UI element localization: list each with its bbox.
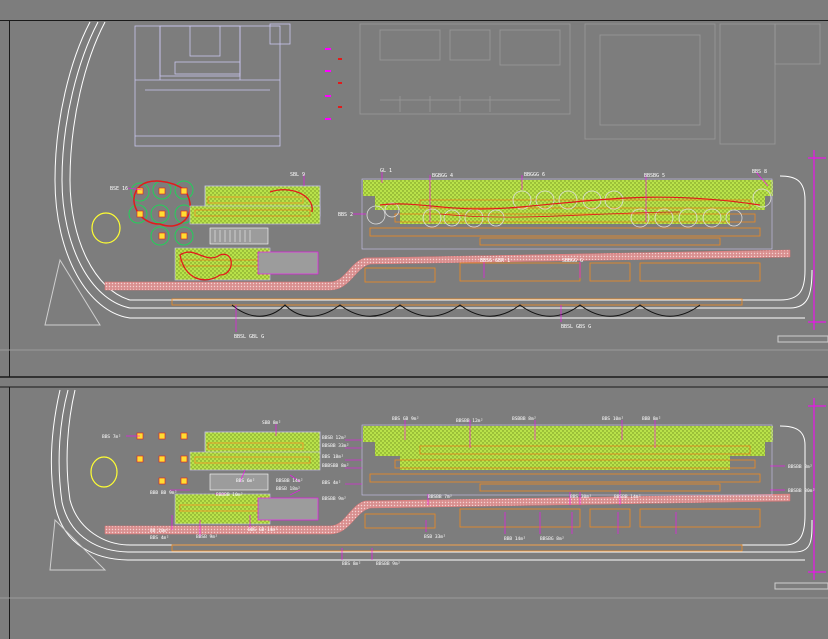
- label-mid1: BBSG GBR 1: [480, 258, 510, 264]
- label-a13: BBB BB 9m²: [150, 490, 177, 496]
- tree-squares-bottom: [136, 432, 188, 485]
- yellow-circle: [91, 212, 121, 244]
- label-a10: BBS 10m²: [602, 416, 624, 422]
- label-a28: BBS 8m²: [342, 561, 361, 567]
- bottom-site-plan: BBS 7m² SBB 8m² BBSB 12m² BBSBB 33m² BBS…: [0, 389, 828, 599]
- label-bottom1: BBSL GBL G: [234, 334, 264, 340]
- section-marker-top: [808, 150, 826, 330]
- label-a20: BBSBB 7m²: [428, 494, 452, 500]
- label-a5: BBS 18m²: [322, 454, 344, 460]
- label-g2: BGBGG 4: [432, 173, 453, 179]
- label-a7: BBS GB 9m²: [392, 416, 419, 422]
- label-a21: BBS 30m²: [570, 494, 592, 500]
- section-marker-bottom: [808, 398, 826, 580]
- label-a15: BBS 6m²: [236, 478, 255, 484]
- label-a8: BBSBB 12m²: [456, 418, 483, 424]
- background-buildings: [359, 23, 821, 145]
- label-left-side: BBS 2: [338, 212, 353, 218]
- label-a19: BBSBB 9m²: [322, 496, 346, 502]
- label-g3: BBGGG 6: [524, 172, 545, 178]
- label-a27: BBS GB 14m²: [248, 527, 278, 533]
- label-a26: BBSB 9m²: [196, 534, 218, 540]
- marker-dots: [325, 48, 342, 120]
- tree-cluster: [128, 180, 194, 246]
- right-planter: [171, 178, 773, 306]
- wave-line: [231, 304, 701, 317]
- label-a3: BBSB 12m²: [322, 435, 346, 441]
- path-band-bottom: [104, 493, 791, 535]
- label-g4: BBSBG 5: [644, 173, 665, 179]
- label-a11: BBB 8m²: [642, 416, 661, 422]
- label-a23: BBSBB 30m²: [788, 488, 815, 494]
- label-a12: BBSBB 8m²: [788, 464, 812, 470]
- label-a14: BBBBB 10m²: [216, 492, 243, 498]
- yellow-circle-bottom: [90, 456, 118, 488]
- path-band: [104, 249, 791, 291]
- label-mid2: SBBGG G: [562, 258, 583, 264]
- label-left-tree: BSE 16: [110, 186, 128, 192]
- left-planters: [174, 185, 321, 281]
- top-leaders: [127, 171, 769, 332]
- left-planters-bottom: [174, 431, 321, 525]
- label-a16: BBSBB 14m²: [276, 478, 303, 484]
- label-a25: BBS 4m²: [150, 535, 169, 541]
- label-a29: BBSBB 9m²: [376, 561, 400, 567]
- label-g1: GL 1: [380, 168, 392, 174]
- label-a9: BSBBB 8m²: [512, 416, 536, 422]
- label-g5: BBS 8: [752, 169, 767, 175]
- label-a18: BBS 4m²: [322, 480, 341, 486]
- right-planter-bottom: [171, 424, 773, 552]
- top-site-plan: BSE 16 SBL 9 BBS 2 GL 1 BGBGG 4 BBGGG 6 …: [0, 21, 828, 351]
- road-outline-bottom: [0, 389, 828, 599]
- bottom-leaders: [126, 420, 785, 560]
- label-a22: BBSBB 14m²: [614, 494, 641, 500]
- label-a6: BBBSBB 8m²: [322, 463, 349, 469]
- label-a4: BBSBB 33m²: [322, 443, 349, 449]
- main-building: [134, 23, 291, 147]
- label-a32: BBSBG 8m²: [540, 536, 564, 542]
- label-a24: BB 10m²: [150, 528, 169, 534]
- label-mid-top: SBL 9: [290, 172, 305, 178]
- label-a1: BBS 7m²: [102, 434, 121, 440]
- label-bottom2: BBSL GBS G: [561, 324, 591, 330]
- label-a17: BBSB 18m²: [276, 486, 300, 492]
- label-a2: SBB 8m²: [262, 420, 281, 426]
- label-a30: BSB 33m²: [424, 534, 446, 540]
- viewport-frames: [0, 20, 828, 639]
- label-a31: BBB 14m²: [504, 536, 526, 542]
